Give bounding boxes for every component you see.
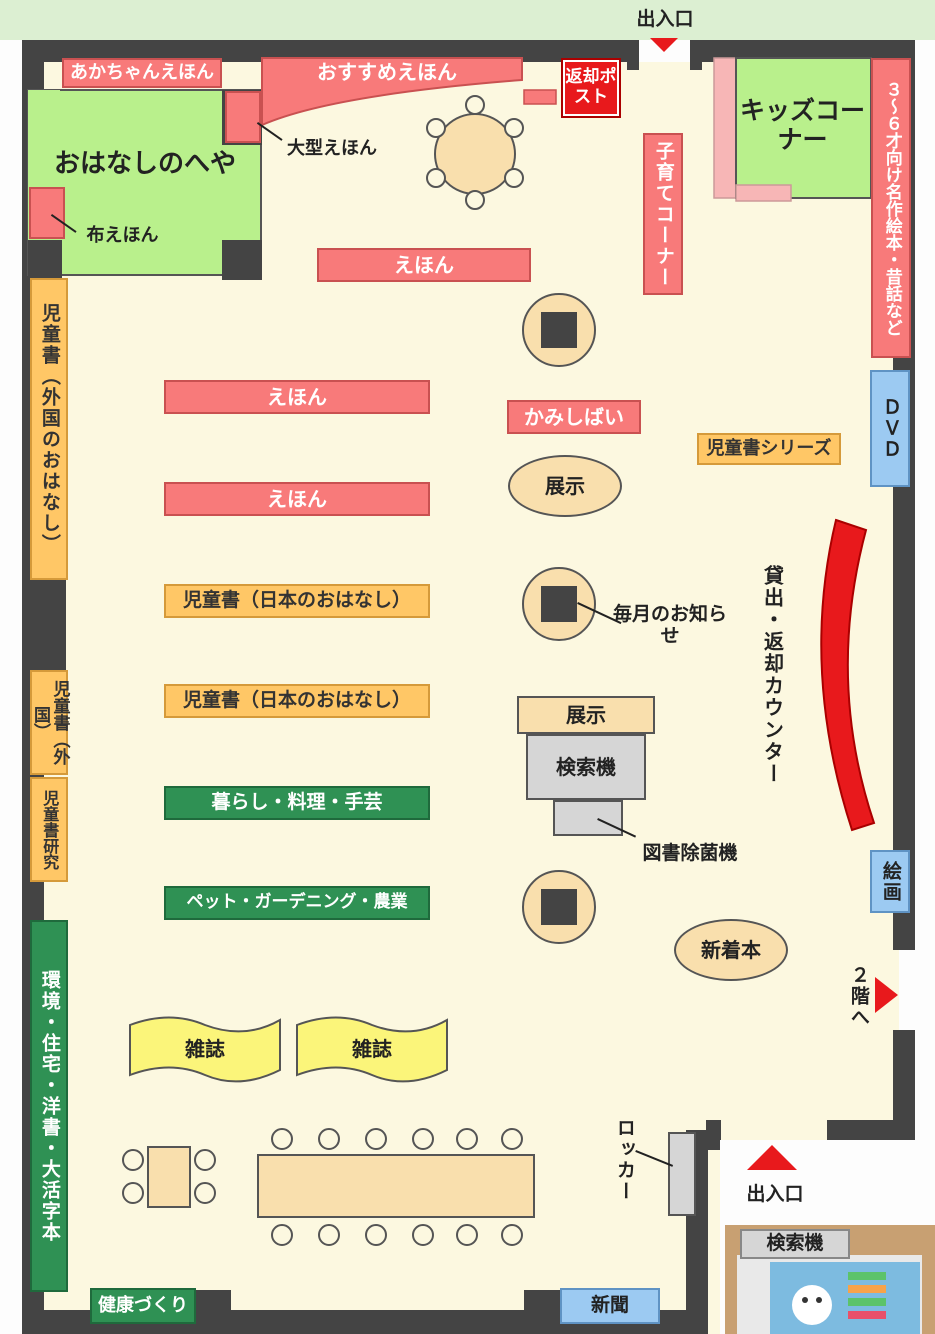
stairs-arrow-icon: [875, 977, 898, 1013]
kaiga-shelf: 絵画: [870, 850, 910, 913]
meisaku-ehon-shelf: ３〜６才向け名作絵本・昔話など: [871, 58, 911, 358]
locker-label: ロッカー: [613, 1118, 636, 1202]
oogata-ehon-label: 大型えほん: [287, 137, 377, 159]
kosodate-corner-shelf: 子育てコーナー: [643, 133, 683, 295]
book-sterilizer-label: 図書除菌機: [642, 842, 738, 865]
ehon-shelf-2: えほん: [164, 380, 430, 414]
jidousho-nihon-shelf-2: 児童書（日本のおはなし）: [164, 684, 430, 718]
bottom-entrance-label: 出入口: [746, 1183, 804, 1206]
jidousho-gaikoku-ohanashi-shelf: 児童書（外国のおはなし）: [30, 278, 68, 580]
tenji-display-box: 展示: [517, 696, 655, 734]
kenkou-zukuri-shelf: 健康づくり: [90, 1288, 196, 1324]
maitsuki-oshirase-label: 毎月のお知らせ: [612, 603, 727, 647]
ohanashi-room-label: おはなしのへや: [53, 149, 236, 180]
dvd-shelf: ＤＶＤ: [870, 370, 910, 487]
newspaper-shelf: 新聞: [560, 1288, 660, 1324]
top-entrance-arrow-icon: [650, 38, 678, 52]
nuno-ehon-label: 布えほん: [86, 224, 159, 246]
akachan-ehon-shelf: あかちゃんえほん: [62, 58, 222, 88]
pet-gardening-nougyou-shelf: ペット・ガーデニング・農業: [164, 886, 430, 920]
search-terminal-photo: [725, 1225, 935, 1334]
osusume-ehon-shelf: おすすめえほん: [317, 59, 457, 84]
magazine-shelf-2: 雑誌: [352, 1036, 392, 1061]
kamishibai-shelf: かみしばい: [507, 400, 641, 434]
search-terminal[interactable]: 検索機: [526, 734, 646, 800]
search-terminal-photo-label: 検索機: [740, 1229, 850, 1259]
lending-return-counter-label: 貸出・返却カウンター: [760, 565, 785, 785]
book-sterilizer: [553, 800, 623, 836]
top-entrance-label: 出入口: [636, 8, 694, 31]
return-post: 返却ポスト: [561, 58, 621, 118]
kids-corner-label: キッズコーナー: [740, 96, 866, 154]
jidousho-nihon-shelf-1: 児童書（日本のおはなし）: [164, 584, 430, 618]
to-2nd-floor-label: ２階へ: [847, 964, 870, 1028]
ehon-shelf-3: えほん: [164, 482, 430, 516]
tenji-display-oval: 展示: [508, 455, 622, 517]
jidousho-series-shelf: 児童書シリーズ: [697, 433, 841, 465]
magazine-shelf-1: 雑誌: [185, 1036, 225, 1061]
bottom-entrance-arrow-icon: [747, 1145, 797, 1170]
ehon-shelf-1: えほん: [317, 248, 531, 282]
jidousho-kenkyu-shelf: 児童書研究: [30, 777, 68, 882]
new-books-display: 新着本: [674, 919, 788, 981]
kurashi-ryouri-shugei-shelf: 暮らし・料理・手芸: [164, 786, 430, 820]
jidousho-gaikoku-shelf: 児童書（外国）: [30, 670, 70, 775]
kankyo-jutaku-yousho-shelf: 環境・住宅・洋書・大活字本: [30, 920, 68, 1292]
